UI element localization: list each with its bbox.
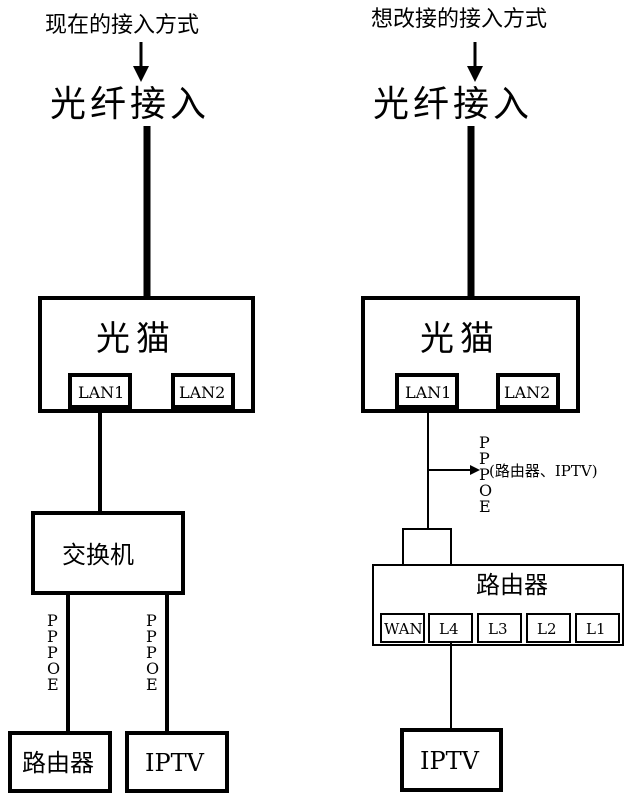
left-top-arrow-head (133, 66, 149, 82)
left-pppoe-2-char: P (146, 643, 157, 662)
left-pppoe-label-2: P P P O E (146, 611, 159, 694)
left-heading: 现在的接入方式 (45, 13, 199, 38)
left-diagram: 现在的接入方式 光纤接入 光猫 LAN1 LAN2 交换机 P P P O E (8, 13, 255, 793)
right-router-port-l1 (575, 613, 620, 643)
left-iptv-box (125, 731, 229, 793)
right-router-title: 路由器 (476, 571, 548, 599)
right-iptv-box (400, 728, 503, 792)
left-iptv-label: IPTV (145, 749, 205, 777)
right-router-port-l2 (526, 613, 571, 643)
left-router-box (8, 731, 112, 793)
right-heading: 想改接的接入方式 (371, 7, 547, 32)
right-top-arrow-head (467, 66, 483, 82)
right-pppoe-char: E (479, 497, 491, 516)
left-pppoe-2-char: O (146, 659, 159, 678)
left-pppoe-2-char: E (146, 675, 158, 694)
left-pppoe-1-char: P (47, 611, 58, 630)
left-modem-port-lan1-label: LAN1 (78, 383, 124, 402)
left-modem-port-lan1 (68, 373, 132, 409)
right-router-port-l2-label: L2 (537, 620, 557, 638)
right-router-port-wan (380, 613, 425, 643)
left-pppoe-2-char: P (146, 627, 157, 646)
left-pppoe-1-char: O (47, 659, 60, 678)
left-modem-title: 光猫 (96, 319, 176, 359)
right-pppoe-char: P (479, 465, 490, 484)
right-pppoe-arrow-head (470, 465, 480, 475)
left-router-label: 路由器 (22, 749, 94, 777)
right-modem-title: 光猫 (420, 319, 500, 359)
left-switch-box (31, 511, 185, 595)
right-router-port-wan-label: WAN (384, 620, 423, 638)
right-pppoe-char: P (479, 433, 490, 452)
right-modem-port-lan1-label: LAN1 (405, 383, 451, 402)
right-router-port-l1-label: L1 (586, 620, 606, 638)
left-pppoe-1-char: P (47, 627, 58, 646)
left-modem-port-lan2 (171, 373, 235, 409)
right-pppoe-note: (路由器、IPTV) (489, 462, 598, 480)
right-router-port-l4-label: L4 (439, 620, 459, 638)
right-router-port-l3-label: L3 (488, 620, 508, 638)
right-modem-port-lan2-label: LAN2 (504, 383, 550, 402)
right-pppoe-char: O (479, 481, 492, 500)
left-pppoe-1-char: P (47, 643, 58, 662)
left-fiber-label: 光纤接入 (50, 84, 210, 125)
left-modem-box (38, 296, 255, 413)
right-modem-port-lan2 (496, 373, 560, 409)
left-switch-label: 交换机 (62, 541, 134, 569)
right-fiber-label: 光纤接入 (373, 84, 533, 125)
left-pppoe-label-1: P P P O E (47, 611, 60, 694)
right-pppoe-char: P (479, 449, 490, 468)
right-pppoe-label: P P P O E (479, 433, 492, 516)
left-pppoe-1-char: E (47, 675, 59, 694)
left-pppoe-2-char: P (146, 611, 157, 630)
left-modem-port-lan2-label: LAN2 (179, 383, 225, 402)
right-iptv-label: IPTV (420, 747, 480, 775)
right-modem-port-lan1 (395, 373, 459, 409)
right-diagram: 想改接的接入方式 光纤接入 光猫 LAN1 LAN2 P P P O E (路由… (361, 7, 624, 792)
right-router-port-l3 (477, 613, 522, 643)
